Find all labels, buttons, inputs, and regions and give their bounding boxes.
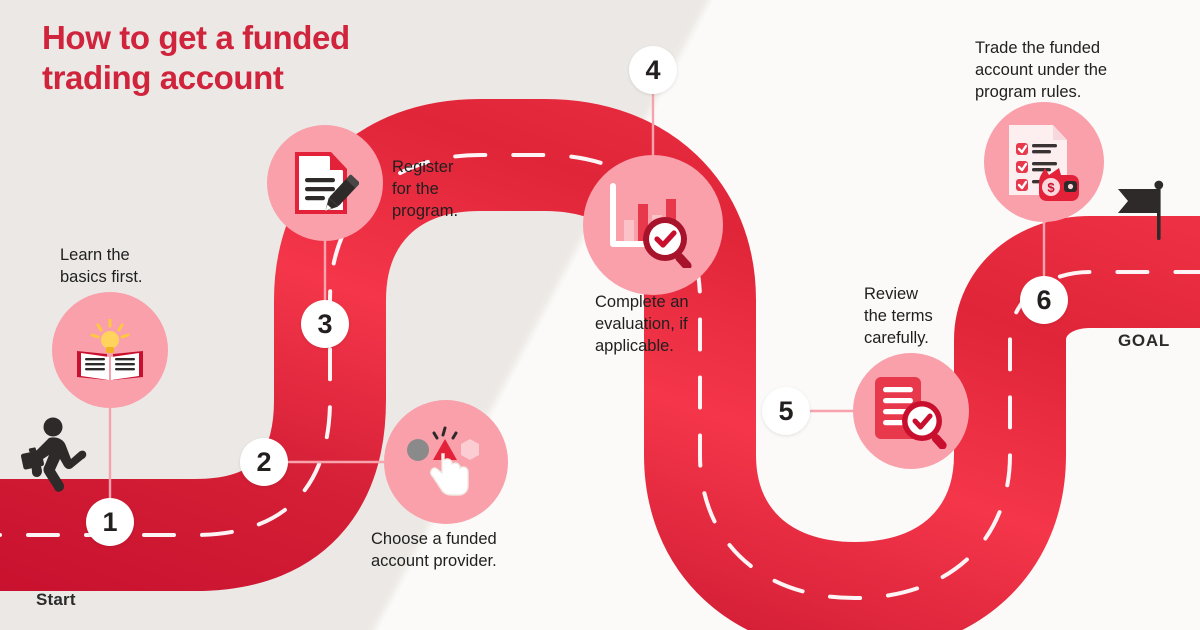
svg-text:$: $: [1047, 180, 1055, 195]
open-book-lightbulb-icon: [77, 319, 143, 380]
step-badge-1[interactable]: 1: [86, 498, 134, 546]
step-5-icon-circle[interactable]: [853, 353, 969, 469]
step-4-icon-circle[interactable]: [583, 155, 723, 295]
step-badge-3[interactable]: 3: [301, 300, 349, 348]
document-magnifier-check-icon: [875, 377, 947, 449]
hand-cursor-select-shape-icon: [407, 426, 479, 496]
step-6-icon-circle[interactable]: $: [984, 102, 1104, 222]
road-center-dashes: [0, 153, 1200, 601]
step-caption-6: Trade the funded account under the progr…: [975, 39, 1108, 101]
checklist-money-bag-icon: $: [1009, 125, 1079, 201]
step-2-icon-circle[interactable]: [384, 400, 508, 524]
step-caption-2: Choose a funded account provider.: [371, 530, 497, 570]
document-pencil-icon: [295, 152, 359, 214]
step-caption-4: Complete an evaluation, if applicable.: [595, 293, 689, 355]
step-badge-5[interactable]: 5: [762, 387, 810, 435]
page-title: How to get a funded trading account: [42, 19, 350, 97]
step-1-icon-circle[interactable]: [52, 292, 168, 408]
running-businessman-icon: [20, 417, 87, 492]
step-3-icon-circle[interactable]: [267, 125, 383, 241]
goal-flag-icon: [1118, 180, 1164, 240]
start-label: Start: [36, 590, 76, 609]
step-caption-1: Learn the basics first.: [60, 246, 143, 286]
step-caption-3: Register for the program.: [392, 158, 459, 220]
goal-label: GOAL: [1118, 331, 1170, 350]
step-badge-6[interactable]: 6: [1020, 276, 1068, 324]
step-badge-2[interactable]: 2: [240, 438, 288, 486]
step-caption-5: Review the terms carefully.: [864, 285, 933, 347]
step-badge-4[interactable]: 4: [629, 46, 677, 94]
bar-chart-magnifier-check-icon: [610, 183, 692, 268]
